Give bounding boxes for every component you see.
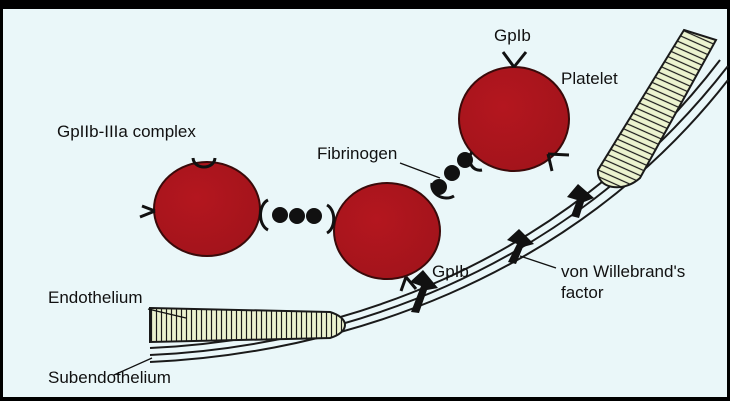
fibrinogen-bead: [431, 179, 447, 195]
fibrinogen-label: Fibrinogen: [317, 144, 397, 164]
fibrinogen-bead: [306, 208, 322, 224]
fibrinogen-bridge-1: [272, 207, 322, 224]
endothelium-label: Endothelium: [48, 288, 143, 308]
fibrinogen-bead: [289, 208, 305, 224]
endothelium-cell-left: [150, 308, 345, 342]
fibrinogen-bead: [444, 165, 460, 181]
platelet-left-body: [154, 162, 260, 256]
subendothelium-label: Subendothelium: [48, 368, 171, 388]
platelet-middle-body: [334, 183, 440, 279]
platelet-label: Platelet: [561, 69, 618, 89]
vwf-label-line2: factor: [561, 283, 604, 303]
gpib-top-label: GpIb: [494, 26, 531, 46]
gpib-bottom-label: GpIb: [432, 262, 469, 282]
gpiib-iiia-label: GpIIb-IIIa complex: [57, 122, 196, 142]
vwf-label-line1: von Willebrand's: [561, 262, 685, 282]
fibrinogen-bead: [272, 207, 288, 223]
